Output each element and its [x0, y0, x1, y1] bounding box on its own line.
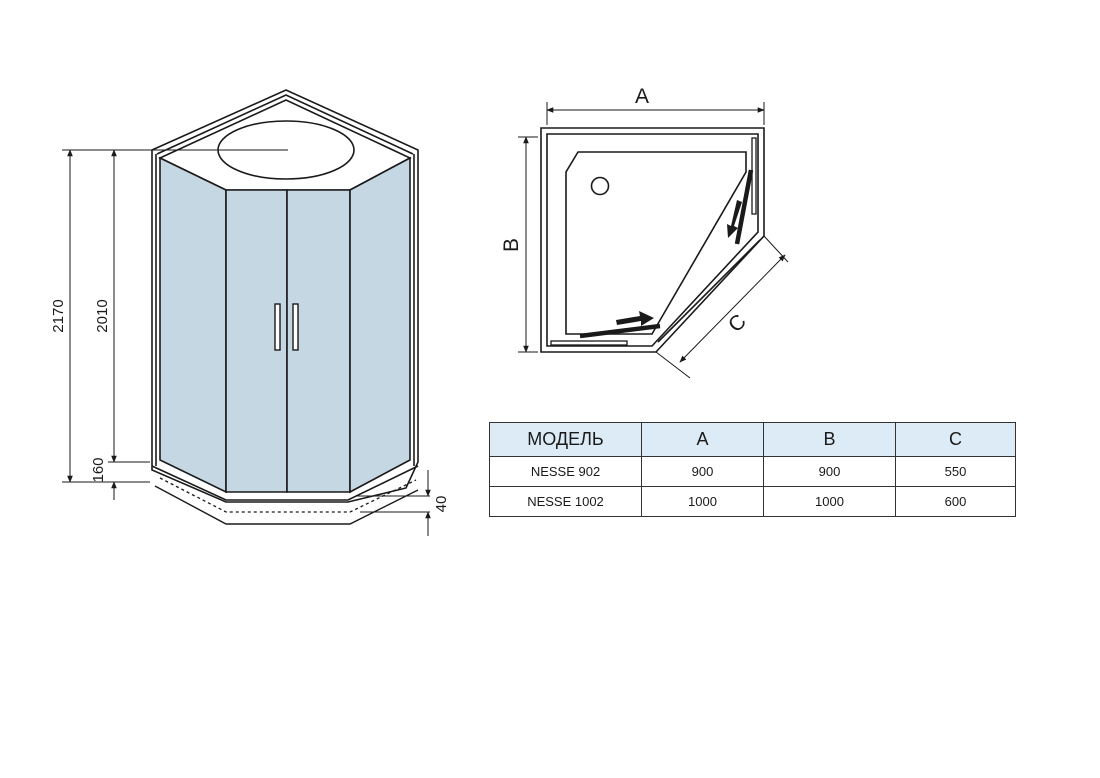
dim-total-height: 2170 [50, 299, 67, 332]
cell-c: 600 [895, 486, 1016, 517]
right-door-handle [292, 303, 299, 351]
plan-label-c: C [724, 310, 751, 337]
plan-label-b: B [500, 238, 523, 252]
plan-dimensions [518, 102, 786, 363]
cell-a: 1000 [641, 486, 764, 517]
header-model: МОДЕЛЬ [489, 422, 642, 457]
header-b: B [763, 422, 896, 457]
cell-model: NESSE 1002 [489, 486, 642, 517]
spec-table: МОДЕЛЬ A B C NESSE 902 900 900 550 NESSE… [489, 422, 1016, 517]
table-header-row: МОДЕЛЬ A B C [489, 422, 1016, 457]
arrow-down-icon [727, 200, 742, 238]
plan-tray [565, 151, 747, 335]
left-door-handle [274, 303, 281, 351]
door-leaf-right [734, 169, 754, 245]
dim-tray-height: 40 [433, 496, 450, 513]
dim-door-height: 2010 [94, 299, 111, 332]
left-glass-panel [159, 156, 227, 494]
table-row: NESSE 1002 1000 1000 600 [489, 486, 1016, 517]
cell-a: 900 [641, 456, 764, 487]
plan-label-a: A [635, 85, 649, 108]
table-row: NESSE 902 900 900 550 [489, 456, 1016, 487]
cell-b: 1000 [763, 486, 896, 517]
arrow-right-icon [616, 311, 654, 326]
door-leaf-left [579, 323, 661, 339]
dim-base-height: 160 [90, 457, 107, 482]
sliding-arrows [616, 200, 742, 326]
base-tray [151, 465, 419, 501]
right-glass-panel [349, 156, 411, 494]
header-c: C [895, 422, 1016, 457]
cell-model: NESSE 902 [489, 456, 642, 487]
height-dimensions [62, 149, 431, 536]
drain-icon [590, 176, 610, 196]
cell-b: 900 [763, 456, 896, 487]
header-a: A [641, 422, 764, 457]
plan-view [540, 127, 789, 379]
front-view [70, 89, 419, 525]
cell-c: 550 [895, 456, 1016, 487]
